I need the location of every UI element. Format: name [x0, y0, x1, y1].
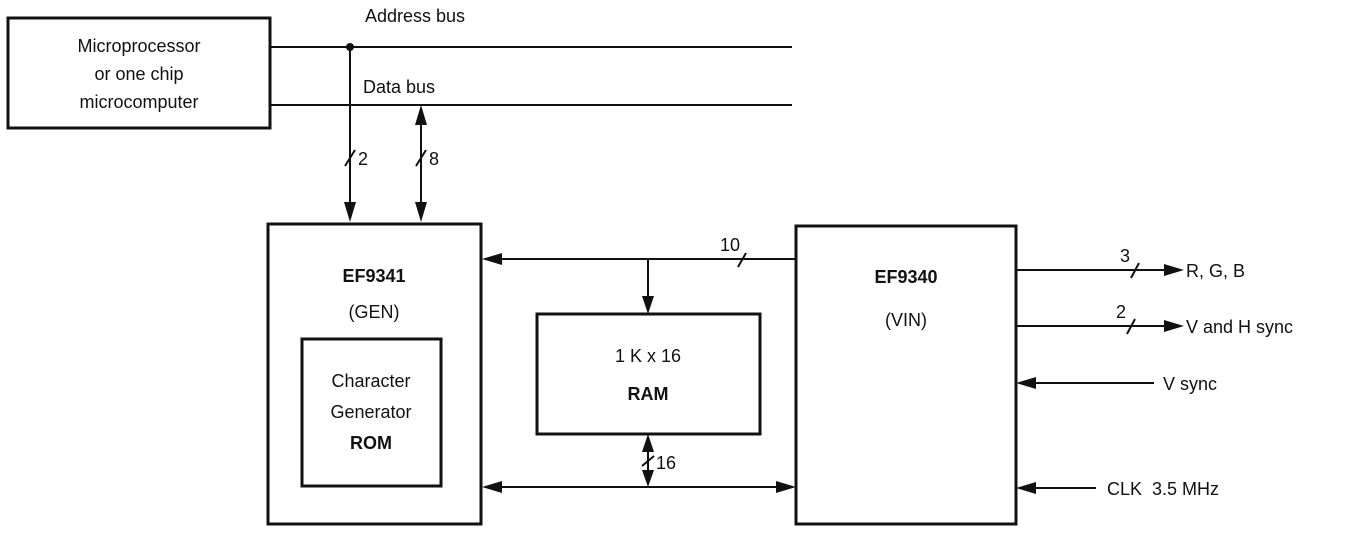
rom-box [300, 337, 443, 488]
v-sync-input: V sync [1016, 374, 1217, 394]
arrow-down-icon [642, 470, 654, 487]
cpu-label-2: or one chip [94, 64, 183, 84]
arrow-left-icon [482, 253, 502, 265]
vin-box [794, 224, 1018, 526]
gen-subtitle: (GEN) [349, 302, 400, 322]
arrow-right-icon [1164, 264, 1184, 276]
cpu-box [6, 16, 272, 130]
data-bus: Data bus [270, 77, 792, 106]
arrow-down-icon [415, 202, 427, 222]
address-bus-label: Address bus [365, 6, 465, 26]
rgb-output: 3 R, G, B [1016, 246, 1245, 281]
bus-slash-icon [415, 149, 427, 167]
arrow-right-icon [776, 481, 796, 493]
cpu-label-3: microcomputer [79, 92, 198, 112]
data-bus-label: Data bus [363, 77, 435, 97]
gen-title: EF9341 [342, 266, 405, 286]
vin-block: EF9340 (VIN) [794, 224, 1018, 526]
clk-label: CLK 3.5 MHz [1107, 479, 1219, 499]
vin-address-bus: 10 [482, 235, 796, 314]
vin-address-width: 10 [720, 235, 740, 255]
arrow-right-icon [1164, 320, 1184, 332]
rom-label-1: Character [331, 371, 410, 391]
ram-data-bus: 16 [482, 434, 796, 493]
rgb-width: 3 [1120, 246, 1130, 266]
bus-slash-icon [1130, 262, 1140, 279]
arrow-down-icon [344, 202, 356, 222]
rom-label-2: Generator [330, 402, 411, 422]
ram-title: 1 K x 16 [615, 346, 681, 366]
data-to-gen-connection: 8 [415, 105, 439, 222]
bus-slash-icon [1126, 318, 1136, 335]
arrow-left-icon [1016, 482, 1036, 494]
ram-block: 1 K x 16 RAM [535, 312, 762, 436]
arrow-left-icon [1016, 377, 1036, 389]
bus-slash-icon [344, 149, 356, 167]
vh-sync-label: V and H sync [1186, 317, 1293, 337]
arrow-up-icon [415, 105, 427, 125]
cpu-block: Microprocessor or one chip microcomputer [6, 16, 272, 130]
vh-sync-width: 2 [1116, 302, 1126, 322]
address-bus: Address bus [270, 6, 792, 51]
cpu-label-1: Microprocessor [77, 36, 200, 56]
data-to-gen-width: 8 [429, 149, 439, 169]
v-sync-label: V sync [1163, 374, 1217, 394]
ram-box [535, 312, 762, 436]
vin-subtitle: (VIN) [885, 310, 927, 330]
rom-block: Character Generator ROM [300, 337, 443, 488]
ram-data-width: 16 [656, 453, 676, 473]
rgb-label: R, G, B [1186, 261, 1245, 281]
rom-label-3: ROM [350, 433, 392, 453]
arrow-left-icon [482, 481, 502, 493]
vin-title: EF9340 [874, 267, 937, 287]
arrow-down-icon [642, 296, 654, 314]
address-to-gen-connection: 2 [344, 47, 368, 222]
arrow-up-icon [642, 434, 654, 452]
address-to-gen-width: 2 [358, 149, 368, 169]
ram-subtitle: RAM [628, 384, 669, 404]
vh-sync-output: 2 V and H sync [1016, 302, 1293, 337]
clk-input: CLK 3.5 MHz [1016, 479, 1219, 499]
bus-slash-icon [737, 252, 747, 268]
bus-slash-icon [641, 455, 655, 467]
